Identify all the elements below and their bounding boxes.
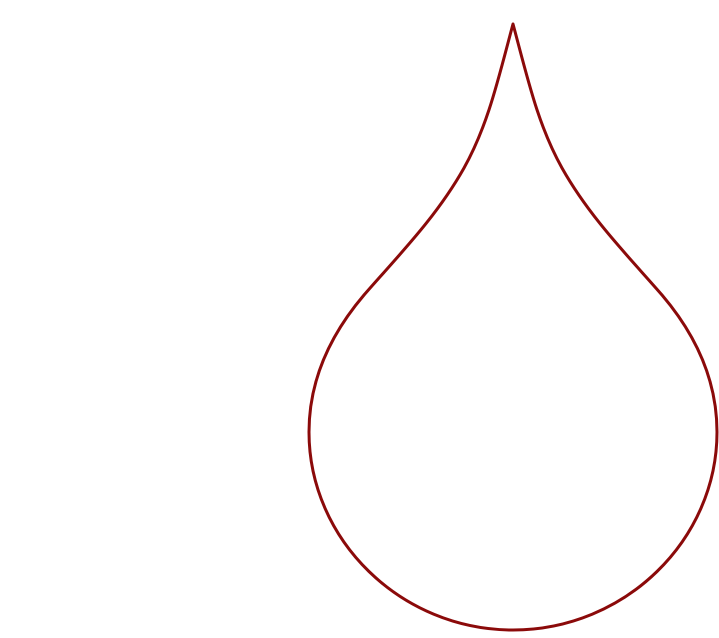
drop-icon: [307, 22, 719, 632]
